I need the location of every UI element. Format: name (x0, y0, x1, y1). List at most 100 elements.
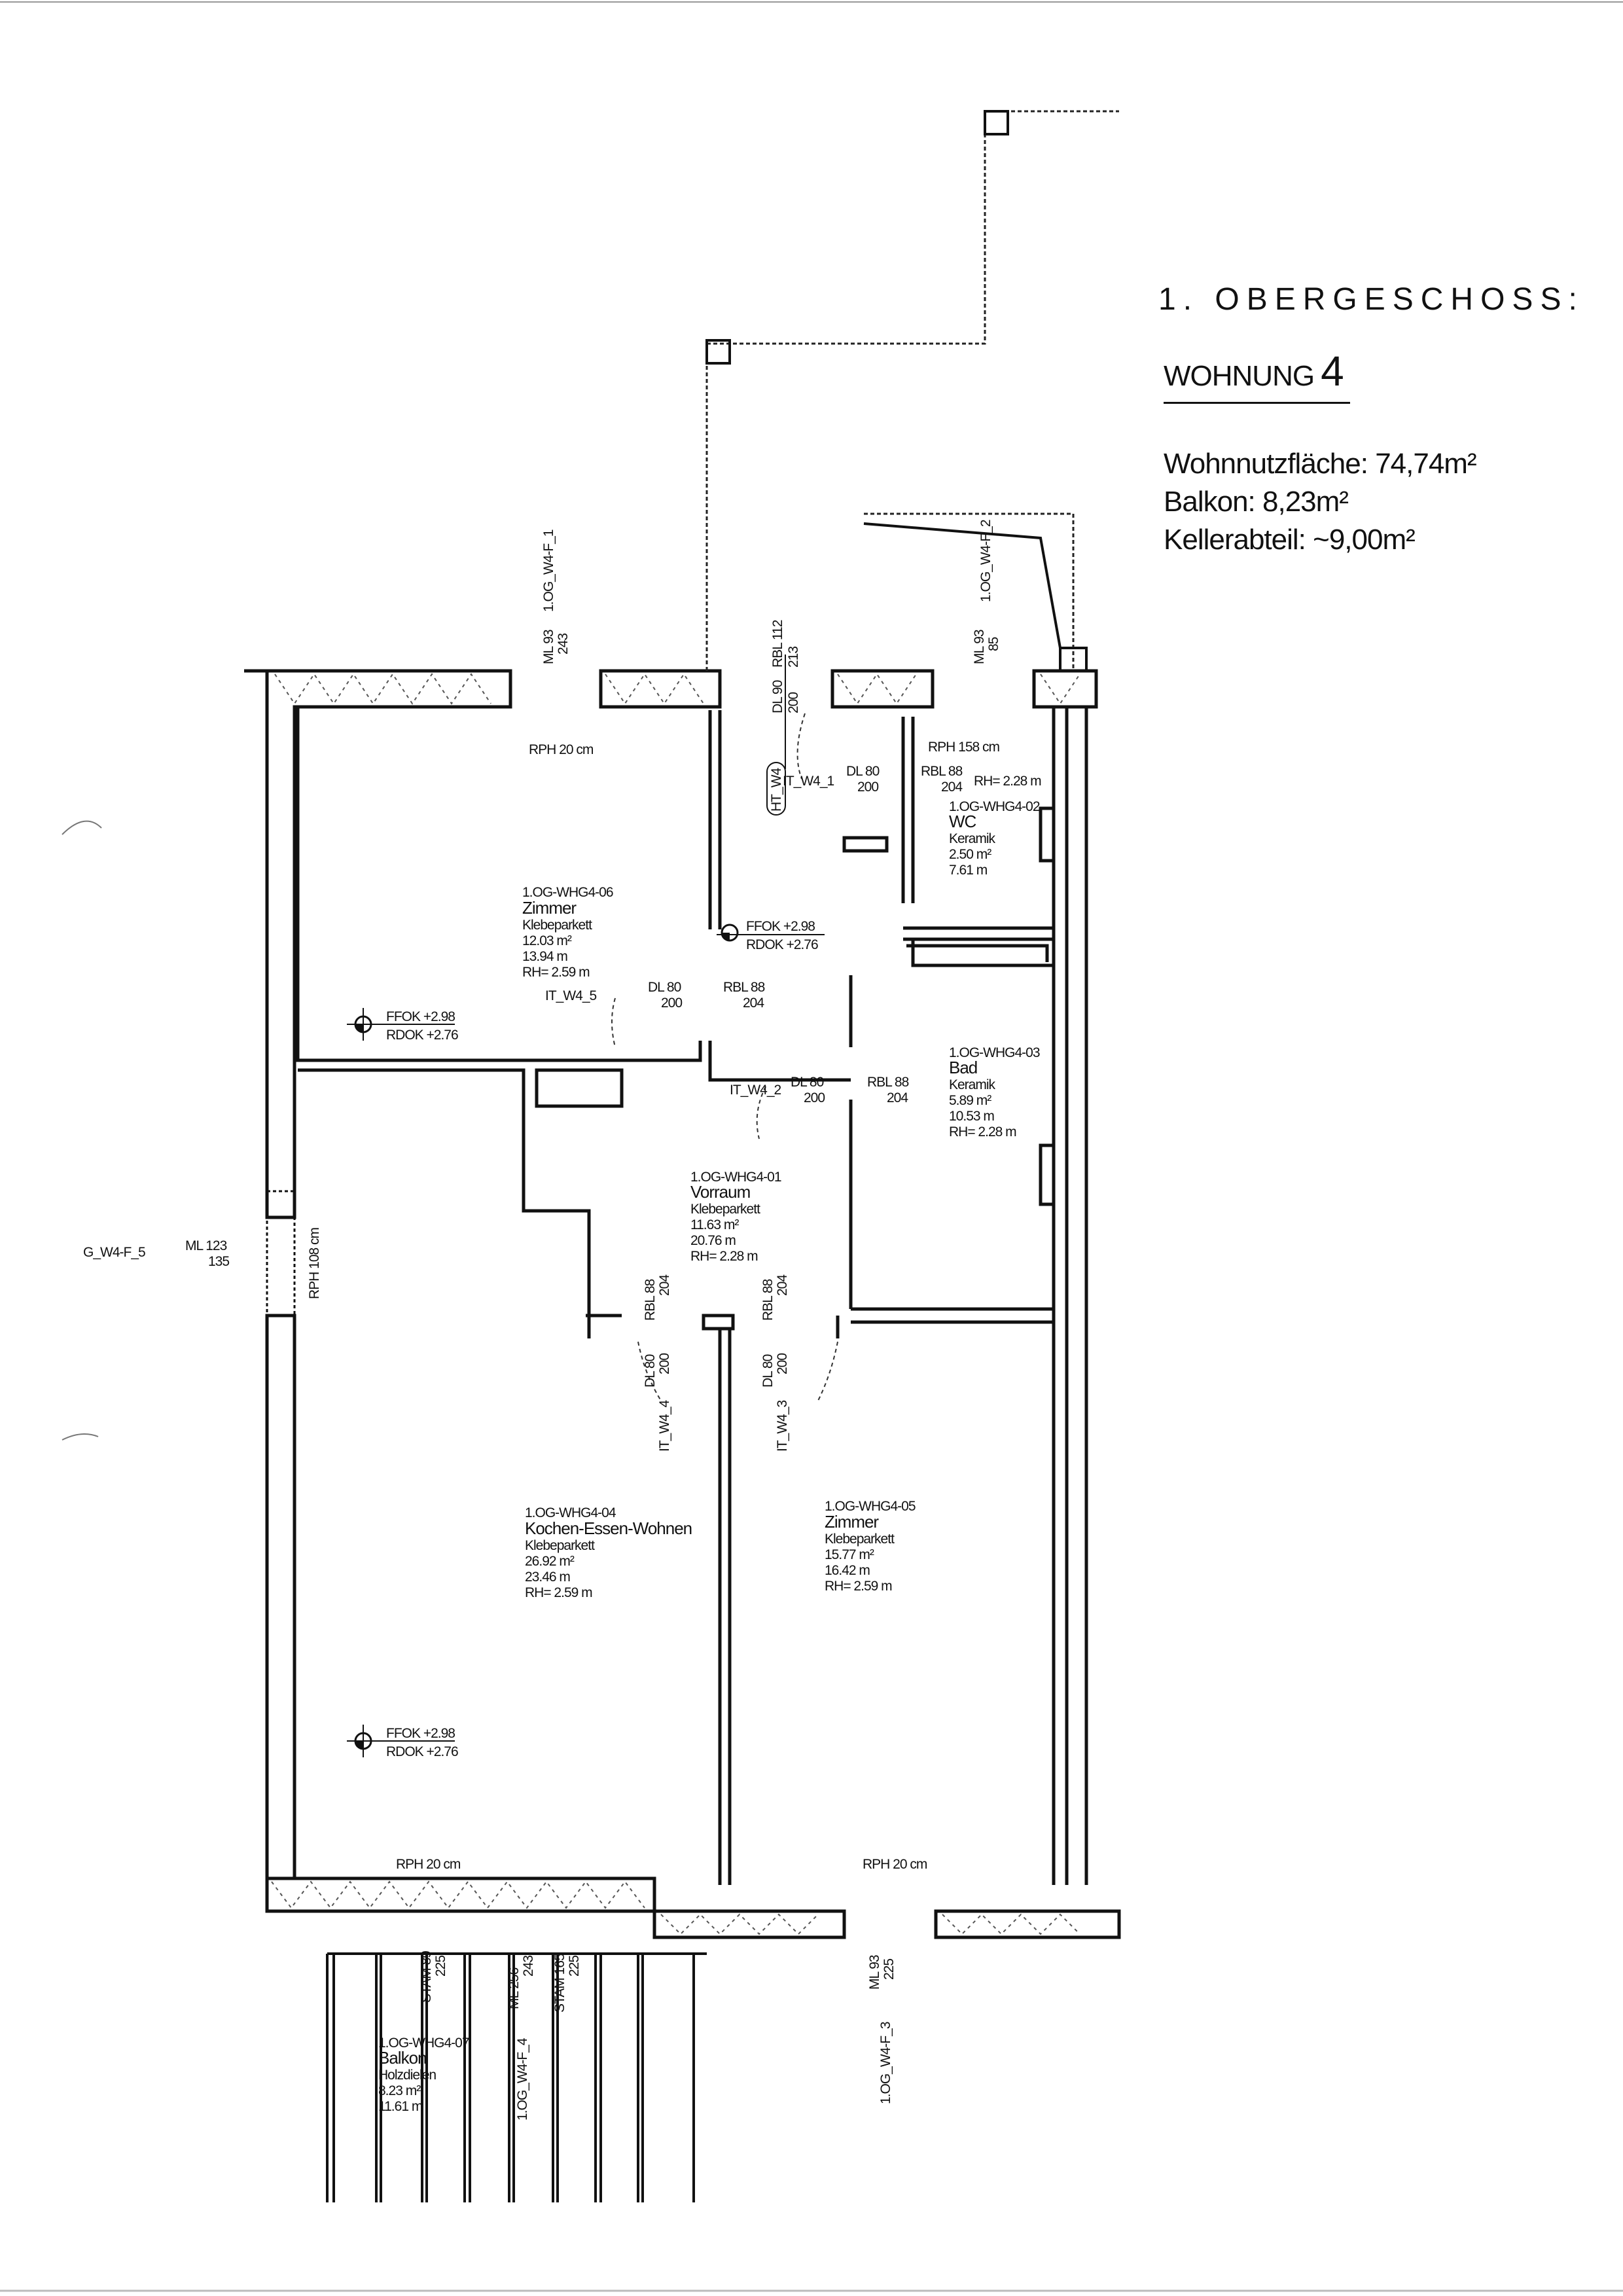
svg-text:RH= 2.59 m: RH= 2.59 m (525, 1585, 592, 1600)
svg-text:DL 80: DL 80 (648, 980, 681, 995)
svg-text:IT_W4_2: IT_W4_2 (730, 1083, 781, 1098)
svg-text:200: 200 (804, 1090, 825, 1105)
svg-text:RDOK +2.76: RDOK +2.76 (386, 1744, 458, 1759)
svg-text:5.89 m²: 5.89 m² (949, 1093, 991, 1108)
svg-text:213: 213 (786, 647, 801, 668)
svg-text:1.OG_W4-F_4: 1.OG_W4-F_4 (515, 2037, 530, 2121)
svg-text:204: 204 (657, 1274, 672, 1296)
svg-text:STAM 89: STAM 89 (419, 1951, 434, 2003)
window-left (266, 1190, 296, 1317)
svg-text:RH= 2.28 m: RH= 2.28 m (949, 1124, 1016, 1139)
svg-text:Klebeparkett: Klebeparkett (825, 1532, 895, 1547)
svg-text:IT_W4_1: IT_W4_1 (783, 774, 834, 789)
svg-text:1.OG_W4-F_1: 1.OG_W4-F_1 (541, 529, 556, 612)
svg-text:1.OG-WHG4-05: 1.OG-WHG4-05 (825, 1499, 916, 1514)
svg-text:225: 225 (567, 1956, 582, 1977)
svg-text:RH= 2.59 m: RH= 2.59 m (522, 965, 590, 980)
unit-number: 4 (1321, 348, 1344, 395)
svg-text:200: 200 (661, 996, 682, 1011)
svg-text:RBL 112: RBL 112 (770, 620, 785, 668)
svg-text:11.63 m²: 11.63 m² (690, 1217, 739, 1232)
svg-text:ML 123: ML 123 (185, 1238, 227, 1253)
balcony (326, 1952, 707, 2202)
svg-text:1.OG-WHG4-01: 1.OG-WHG4-01 (690, 1170, 781, 1185)
svg-text:DL 90: DL 90 (770, 680, 785, 713)
svg-text:IT_W4_3: IT_W4_3 (775, 1400, 790, 1452)
svg-text:DL 80: DL 80 (643, 1354, 658, 1388)
interior-walls (296, 707, 1088, 1885)
window-annotations: ML 93 243 ML 93 85 ML 123 135 ML 93 225 … (185, 630, 1001, 2013)
svg-text:Vorraum: Vorraum (690, 1182, 750, 1202)
svg-text:Holzdielen: Holzdielen (378, 2068, 436, 2083)
door-annotations: DL 80 200 RBL 88 204 DL 80 200 RBL 88 20… (648, 764, 963, 1105)
svg-text:23.46 m: 23.46 m (525, 1570, 570, 1585)
level-marker-3: FFOK +2.98 RDOK +2.76 (347, 1725, 459, 1759)
svg-text:ML 93: ML 93 (867, 1955, 882, 1990)
svg-text:ML 93: ML 93 (972, 630, 987, 664)
svg-text:225: 225 (882, 1959, 897, 1980)
area-balcony: Balkon: 8,23m² (1164, 486, 1349, 518)
svg-text:13.94 m: 13.94 m (522, 949, 567, 964)
svg-text:DL 80: DL 80 (760, 1354, 776, 1388)
svg-text:RBL 88: RBL 88 (760, 1279, 776, 1321)
level-marker-2: FFOK +2.98 RDOK +2.76 (717, 919, 825, 952)
svg-text:Klebeparkett: Klebeparkett (525, 1538, 595, 1553)
room-label-zimmer-06: 1.OG-WHG4-06 Zimmer Klebeparkett 12.03 m… (522, 885, 614, 980)
svg-text:1.OG-WHG4-07: 1.OG-WHG4-07 (378, 2036, 469, 2051)
svg-text:1.OG_W4-F_2: 1.OG_W4-F_2 (978, 520, 993, 602)
svg-text:DL 80: DL 80 (791, 1075, 824, 1090)
door-annotations-vertical: DL 90 200 RBL 112 213 RBL 88 204 DL 80 2… (643, 620, 801, 1388)
svg-text:FFOK +2.98: FFOK +2.98 (386, 1726, 455, 1741)
area-cellar: Kellerabteil: ~9,00m² (1164, 524, 1416, 556)
svg-text:Keramik: Keramik (949, 1077, 996, 1092)
svg-text:RDOK +2.76: RDOK +2.76 (746, 937, 818, 952)
wc-height: RH= 2.28 m (974, 774, 1041, 789)
rph-label-2: RPH 20 cm (396, 1857, 461, 1872)
svg-text:RBL 88: RBL 88 (921, 764, 963, 779)
unit-label: WOHNUNG (1164, 360, 1315, 392)
insulation-hatch (271, 673, 1080, 1935)
svg-text:Zimmer: Zimmer (825, 1512, 879, 1532)
room-label-balkon-07: 1.OG-WHG4-07 Balkon Holzdielen 8.23 m² 1… (378, 2036, 470, 2114)
svg-text:1.OG-WHG4-04: 1.OG-WHG4-04 (525, 1505, 616, 1520)
svg-text:8.23 m²: 8.23 m² (378, 2083, 421, 2098)
room-label-kochen-04: 1.OG-WHG4-04 Kochen-Essen-Wohnen Klebepa… (525, 1505, 692, 1600)
svg-text:Balkon: Balkon (378, 2048, 427, 2068)
svg-text:135: 135 (208, 1254, 229, 1269)
svg-text:12.03 m²: 12.03 m² (522, 933, 572, 948)
svg-text:Keramik: Keramik (949, 831, 996, 846)
scan-marks (62, 820, 102, 1441)
floor-title: 1. OBERGESCHOSS: (1158, 282, 1584, 317)
rph-label-wc: RPH 158 cm (928, 740, 1000, 755)
svg-text:Klebeparkett: Klebeparkett (690, 1202, 760, 1217)
svg-text:RH= 2.28 m: RH= 2.28 m (690, 1249, 758, 1264)
svg-text:Bad: Bad (949, 1058, 977, 1077)
area-living: Wohnnutzfläche: 74,74m² (1164, 448, 1477, 480)
svg-text:Kochen-Essen-Wohnen: Kochen-Essen-Wohnen (525, 1518, 692, 1538)
level-marker-1: FFOK +2.98 RDOK +2.76 (347, 1008, 459, 1043)
svg-text:RBL 88: RBL 88 (723, 980, 765, 995)
svg-text:11.61 m: 11.61 m (378, 2099, 423, 2114)
svg-text:RBL 88: RBL 88 (867, 1075, 909, 1090)
room-label-bad-03: 1.OG-WHG4-03 Bad Keramik 5.89 m² 10.53 m… (949, 1045, 1041, 1139)
upper-outline (705, 110, 1119, 671)
svg-text:RH= 2.59 m: RH= 2.59 m (825, 1579, 892, 1594)
svg-text:10.53 m: 10.53 m (949, 1109, 994, 1124)
svg-text:15.77 m²: 15.77 m² (825, 1547, 874, 1562)
svg-text:Zimmer: Zimmer (522, 898, 577, 918)
room-label-zimmer-05: 1.OG-WHG4-05 Zimmer Klebeparkett 15.77 m… (825, 1499, 916, 1594)
upper-outline-solid (705, 110, 1088, 672)
svg-text:ML 256: ML 256 (507, 1967, 522, 2009)
svg-text:FFOK +2.98: FFOK +2.98 (386, 1009, 455, 1024)
rph-label-3: RPH 20 cm (863, 1857, 927, 1872)
svg-text:243: 243 (556, 634, 571, 655)
room-label-wc-02: 1.OG-WHG4-02 WC Keramik 2.50 m² 7.61 m R… (949, 774, 1042, 878)
svg-text:1.OG-WHG4-03: 1.OG-WHG4-03 (949, 1045, 1040, 1060)
svg-text:200: 200 (657, 1354, 672, 1374)
element-tags: 1.OG_W4-F_1 1.OG_W4-F_2 1.OG_W4-F_3 1.OG… (83, 520, 993, 2121)
svg-text:IT_W4_5: IT_W4_5 (545, 988, 597, 1003)
svg-text:20.76 m: 20.76 m (690, 1233, 736, 1248)
svg-text:204: 204 (941, 780, 963, 795)
